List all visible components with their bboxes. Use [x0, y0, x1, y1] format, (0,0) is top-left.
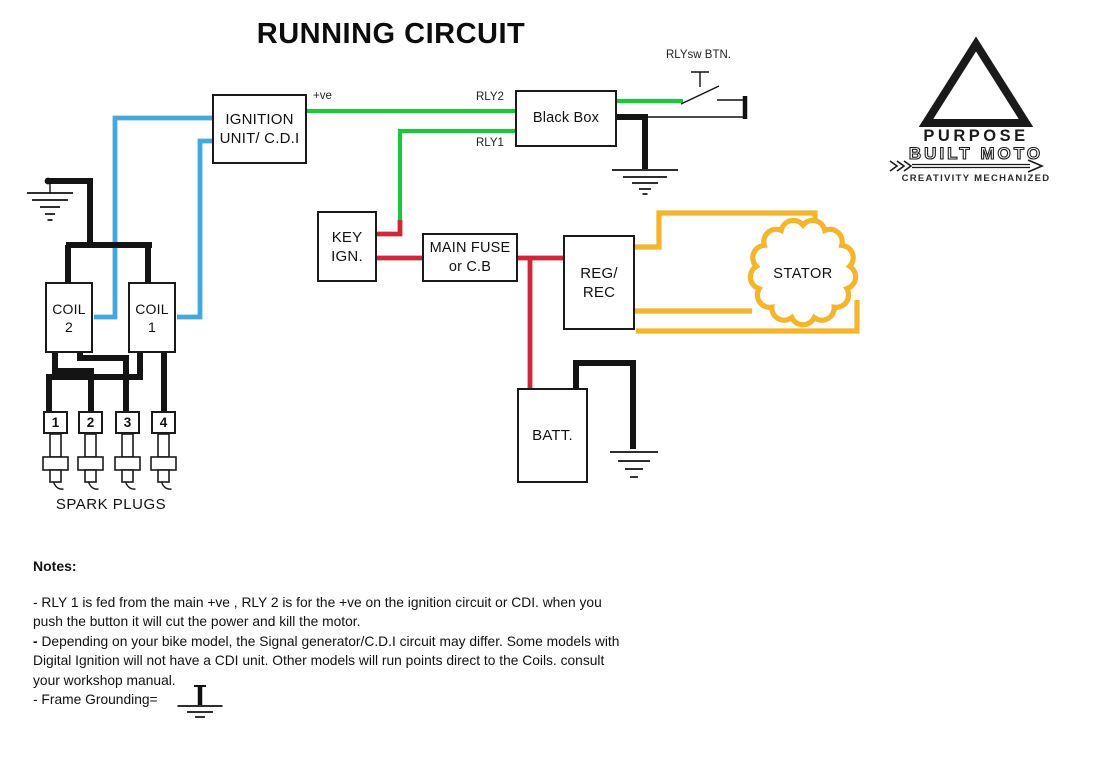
page-title: RUNNING CIRCUIT [256, 18, 526, 50]
key-ignition-box: KEY IGN. [317, 211, 377, 282]
note-line: push the button it will cut the power an… [33, 614, 361, 630]
note-line: - RLY 1 is fed from the main +ve , RLY 2… [33, 595, 602, 610]
green-relay-wires [306, 98, 683, 223]
note-line: - Depending on your bike model, the Sign… [33, 632, 733, 651]
logo-name-line2: BUILT MOTO [908, 143, 1044, 163]
coil-2-label-line2: 2 [65, 318, 73, 335]
spark-plugs-label: SPARK PLUGS [55, 496, 167, 513]
logo-tagline: CREATIVITY MECHANIZED [901, 173, 1051, 184]
spark-plug-3-number: 3 [123, 415, 132, 430]
note-line-frame-grounding: - Frame Grounding= [33, 692, 158, 708]
spark-plug-2-number: 2 [86, 415, 95, 430]
ignition-unit-label-line1: IGNITION [225, 111, 294, 128]
key-ignition-label-line2: IGN. [331, 247, 363, 265]
coil-2-box: COIL 2 [45, 282, 93, 353]
spark-plug-2-box: 2 [78, 411, 103, 434]
black-ground-and-plug-wires [46, 114, 648, 449]
logo-arrow-icon [889, 159, 1045, 173]
note-bold-dash: - [33, 633, 38, 649]
positive-wire-label: +ve [313, 90, 332, 102]
red-power-wires [376, 220, 566, 389]
notes-section: Notes: - RLY 1 is fed from the main +ve … [33, 558, 733, 709]
note-line-text: Depending on your bike model, the Signal… [37, 633, 620, 649]
battery-label: BATT. [532, 427, 573, 444]
ignition-unit-label-line2: UNIT/ C.D.I [219, 130, 300, 147]
coil-1-label-line2: 1 [148, 318, 156, 335]
logo-triangle-icon [918, 36, 1034, 127]
main-fuse-box: MAIN FUSE or C.B [422, 233, 518, 282]
coil-2-label-line1: COIL [52, 300, 86, 317]
ignition-unit-box: IGNITION UNIT/ C.D.I [212, 94, 307, 164]
spark-plug-4-box: 4 [151, 411, 176, 434]
reg-rec-label-line1: REG/ [580, 264, 618, 282]
regulator-rectifier-box: REG/ REC [563, 235, 635, 330]
spark-plug-4-number: 4 [159, 415, 168, 430]
spark-plug-body-icons [42, 433, 177, 490]
black-box-label: Black Box [532, 110, 600, 126]
frame-ground-icon [177, 685, 223, 718]
main-fuse-label-line1: MAIN FUSE [429, 239, 511, 256]
blue-coil-wires [94, 115, 213, 320]
coil-1-box: COIL 1 [128, 282, 176, 353]
ground-icon [612, 169, 678, 195]
spark-plug-1-box: 1 [43, 411, 68, 434]
notes-heading: Notes: [33, 558, 77, 574]
rly1-wire-label: RLY1 [476, 137, 504, 149]
spark-plug-1-number: 1 [51, 415, 60, 430]
ground-icon [27, 182, 73, 221]
yellow-stator-wires [634, 210, 860, 334]
reg-rec-label-line2: REC [582, 283, 616, 301]
battery-box: BATT. [517, 388, 588, 483]
relay-switch-button-label: RLYsw BTN. [666, 49, 731, 61]
main-fuse-label-line2: or C.B [448, 258, 492, 275]
spark-plug-3-box: 3 [115, 411, 140, 434]
black-box: Black Box [515, 90, 617, 147]
note-line: Digital Ignition will not have a CDI uni… [33, 653, 605, 669]
ground-icon [610, 451, 658, 478]
key-ignition-label-line1: KEY [331, 228, 363, 246]
note-line: your workshop manual. [33, 672, 176, 688]
coil-1-label-line1: COIL [135, 300, 169, 317]
logo-name-line1: PURPOSE [923, 127, 1029, 145]
stator-winding-icon [747, 217, 859, 328]
rly2-wire-label: RLY2 [476, 91, 504, 103]
relay-switch-button-icon [646, 71, 748, 119]
stator-label: STATOR [773, 266, 833, 282]
